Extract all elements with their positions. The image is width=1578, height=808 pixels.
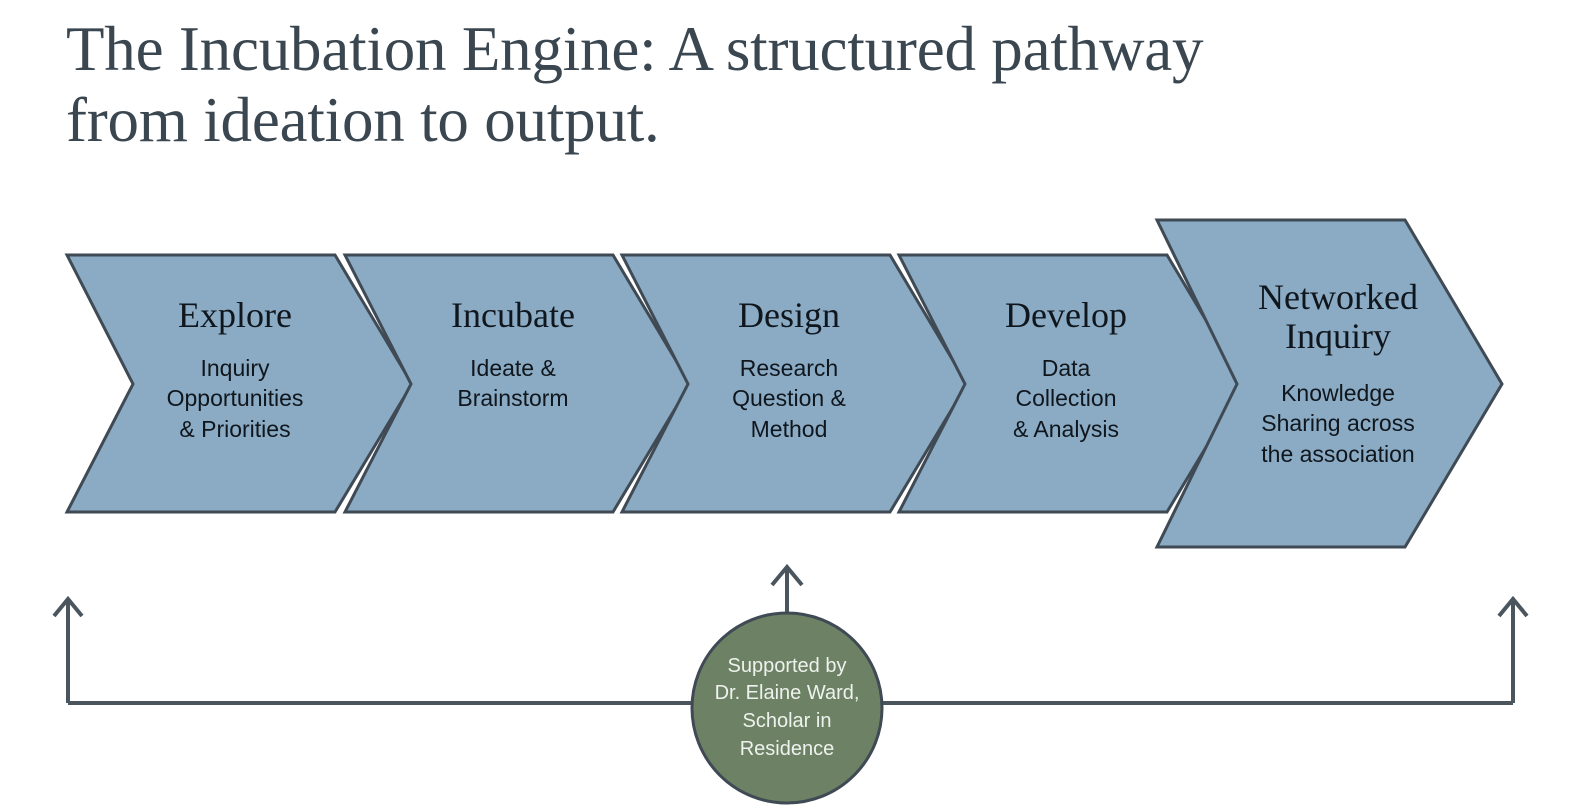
page-title: The Incubation Engine: A structured path… (66, 14, 1204, 155)
support-bracket (52, 563, 1529, 805)
chevron-shape-explore[interactable] (64, 253, 414, 514)
process-chevron-band: Explore Inquiry Opportunities & Prioriti… (64, 218, 1504, 549)
chevron-shape-incubate[interactable] (342, 253, 692, 514)
chevron-shapes (64, 218, 1504, 549)
chevron-shape-develop[interactable] (896, 253, 1246, 514)
chevron-shape-networked-inquiry[interactable] (1154, 218, 1504, 549)
bracket-right-arrow-icon (1497, 595, 1529, 618)
support-circle[interactable] (690, 611, 884, 805)
bracket-left-arrow-icon (52, 595, 84, 618)
chevron-shape-design[interactable] (619, 253, 969, 514)
bracket-center-arrow-icon (770, 563, 804, 587)
